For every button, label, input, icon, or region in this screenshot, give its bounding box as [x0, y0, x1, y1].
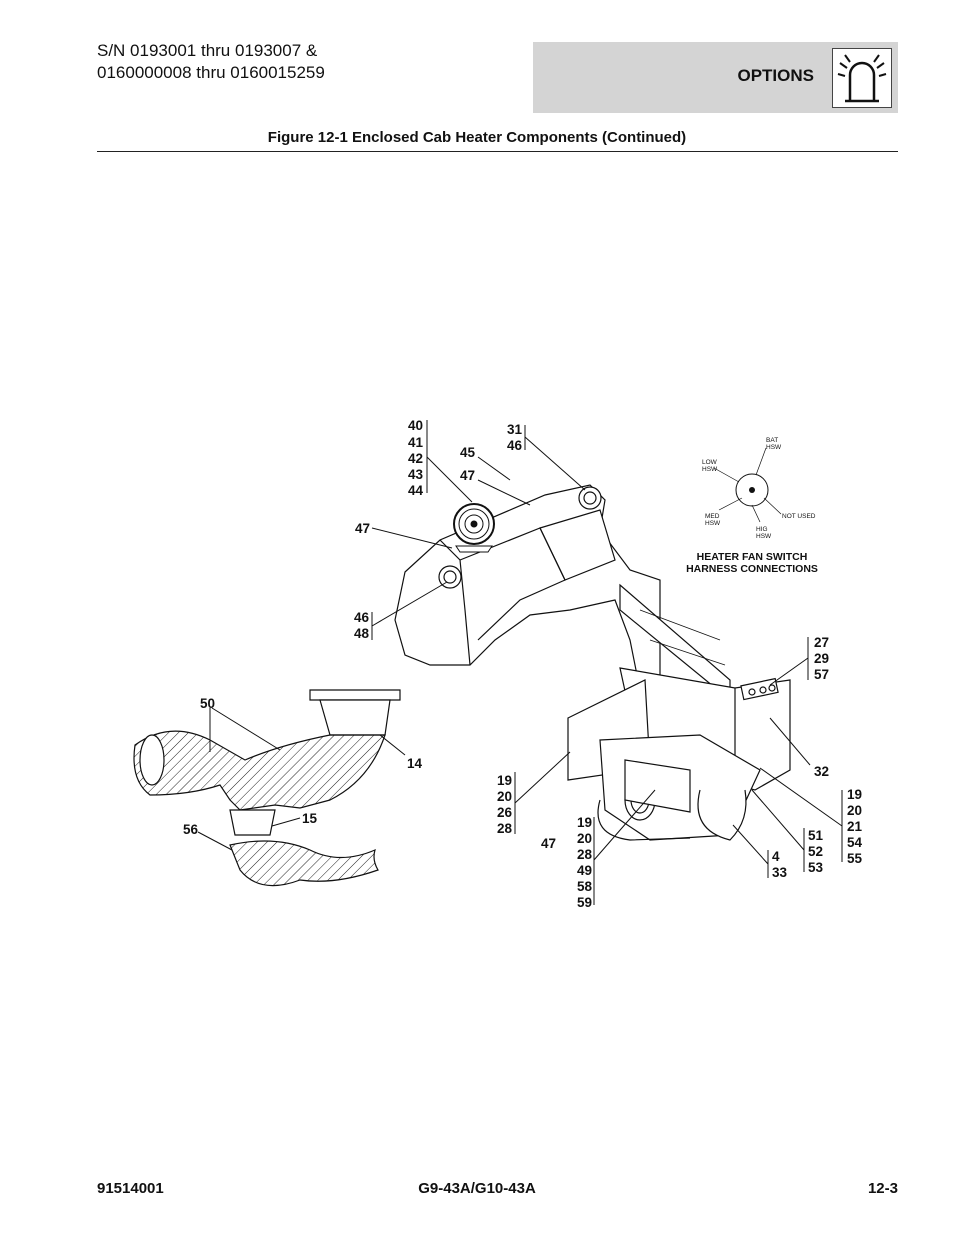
footer-page-number: 12-3: [867, 1180, 898, 1197]
callout-19-59: 19 20 28 49 58 59: [577, 815, 593, 910]
callout-number: 20: [497, 789, 512, 804]
section-label: OPTIONS: [737, 66, 814, 85]
pin-label: HIG: [756, 526, 768, 533]
pin-label: HSW: [702, 466, 718, 473]
callout-number: 19: [497, 773, 512, 788]
callout-number: 28: [577, 847, 593, 862]
pin-label: NOT USED: [782, 513, 816, 520]
callout-number: 29: [814, 651, 829, 666]
callout-46-48: 46 48: [354, 610, 370, 641]
callout-32: 32: [814, 764, 829, 779]
callout-number: 26: [497, 805, 513, 820]
callout-47-top: 47: [460, 468, 475, 483]
callout-number: 20: [577, 831, 592, 846]
pin-label: HSW: [766, 444, 782, 451]
floor-duct: [133, 689, 401, 887]
callout-27-57: 27 29 57: [814, 635, 829, 682]
fan-icon: [453, 503, 495, 553]
section-header: OPTIONS: [533, 42, 898, 113]
serial-line-1: S/N 0193001 thru 0193007 &: [97, 41, 318, 60]
callout-number: 19: [577, 815, 592, 830]
callout-47-bottom: 47: [541, 836, 556, 851]
callout-number: 19: [847, 787, 862, 802]
callout-number: 20: [847, 803, 862, 818]
callout-number: 49: [577, 863, 592, 878]
callout-45: 45: [460, 445, 476, 460]
fan-switch-inset: BAT HSW LOW HSW MED HSW HIG HSW NOT USED…: [686, 437, 818, 575]
callout-number: 46: [354, 610, 370, 625]
inset-caption-line-1: HEATER FAN SWITCH: [697, 551, 808, 563]
footer-part-number: 91514001: [97, 1180, 164, 1197]
callout-number: 4: [772, 849, 780, 864]
serial-number-range: S/N 0193001 thru 0193007 & 0160000008 th…: [97, 40, 325, 84]
pin-label: BAT: [766, 437, 778, 444]
defroster-duct: [394, 484, 731, 702]
pin-label: HSW: [705, 520, 721, 527]
callout-50: 50: [200, 696, 215, 711]
callout-number: 41: [408, 435, 424, 450]
pin-label: LOW: [702, 459, 718, 466]
arch-light-icon: [832, 48, 892, 108]
callout-number: 54: [847, 835, 863, 850]
callout-number: 53: [808, 860, 824, 875]
callout-number: 40: [408, 418, 423, 433]
pin-label: MED: [705, 513, 720, 520]
heater-box: [567, 667, 791, 841]
callout-number: 28: [497, 821, 513, 836]
callout-number: 44: [408, 483, 424, 498]
callout-19-28a: 19 20 26 28: [497, 773, 513, 836]
callout-number: 59: [577, 895, 592, 910]
leader-lines: [197, 420, 843, 905]
serial-line-2: 0160000008 thru 0160015259: [97, 63, 325, 82]
callout-56: 56: [183, 822, 199, 837]
callout-47-left: 47: [355, 521, 370, 536]
callout-number: 43: [408, 467, 424, 482]
callout-number: 46: [507, 438, 523, 453]
callout-40-44: 40 41 42 43 44: [408, 418, 424, 498]
callout-number: 58: [577, 879, 593, 894]
callout-14: 14: [407, 756, 423, 771]
callout-number: 42: [408, 451, 423, 466]
callout-number: 52: [808, 844, 823, 859]
callout-number: 51: [808, 828, 824, 843]
inset-caption-line-2: HARNESS CONNECTIONS: [686, 563, 818, 575]
callout-19-55: 19 20 21 54 55: [847, 787, 863, 866]
figure-title: Figure 12-1 Enclosed Cab Heater Componen…: [267, 129, 687, 146]
header-rule: [97, 151, 898, 152]
callout-number: 48: [354, 626, 370, 641]
callout-4-33: 4 33: [772, 849, 788, 880]
callout-number: 33: [772, 865, 788, 880]
callout-number: 21: [847, 819, 863, 834]
callout-number: 57: [814, 667, 829, 682]
callout-number: 31: [507, 422, 523, 437]
callout-15: 15: [302, 811, 318, 826]
footer-model: G9-43A/G10-43A: [418, 1180, 536, 1197]
callout-number: 27: [814, 635, 829, 650]
pin-label: HSW: [756, 533, 772, 540]
callout-31-46: 31 46: [507, 422, 523, 453]
callout-number: 55: [847, 851, 863, 866]
callout-51-53: 51 52 53: [808, 828, 824, 875]
